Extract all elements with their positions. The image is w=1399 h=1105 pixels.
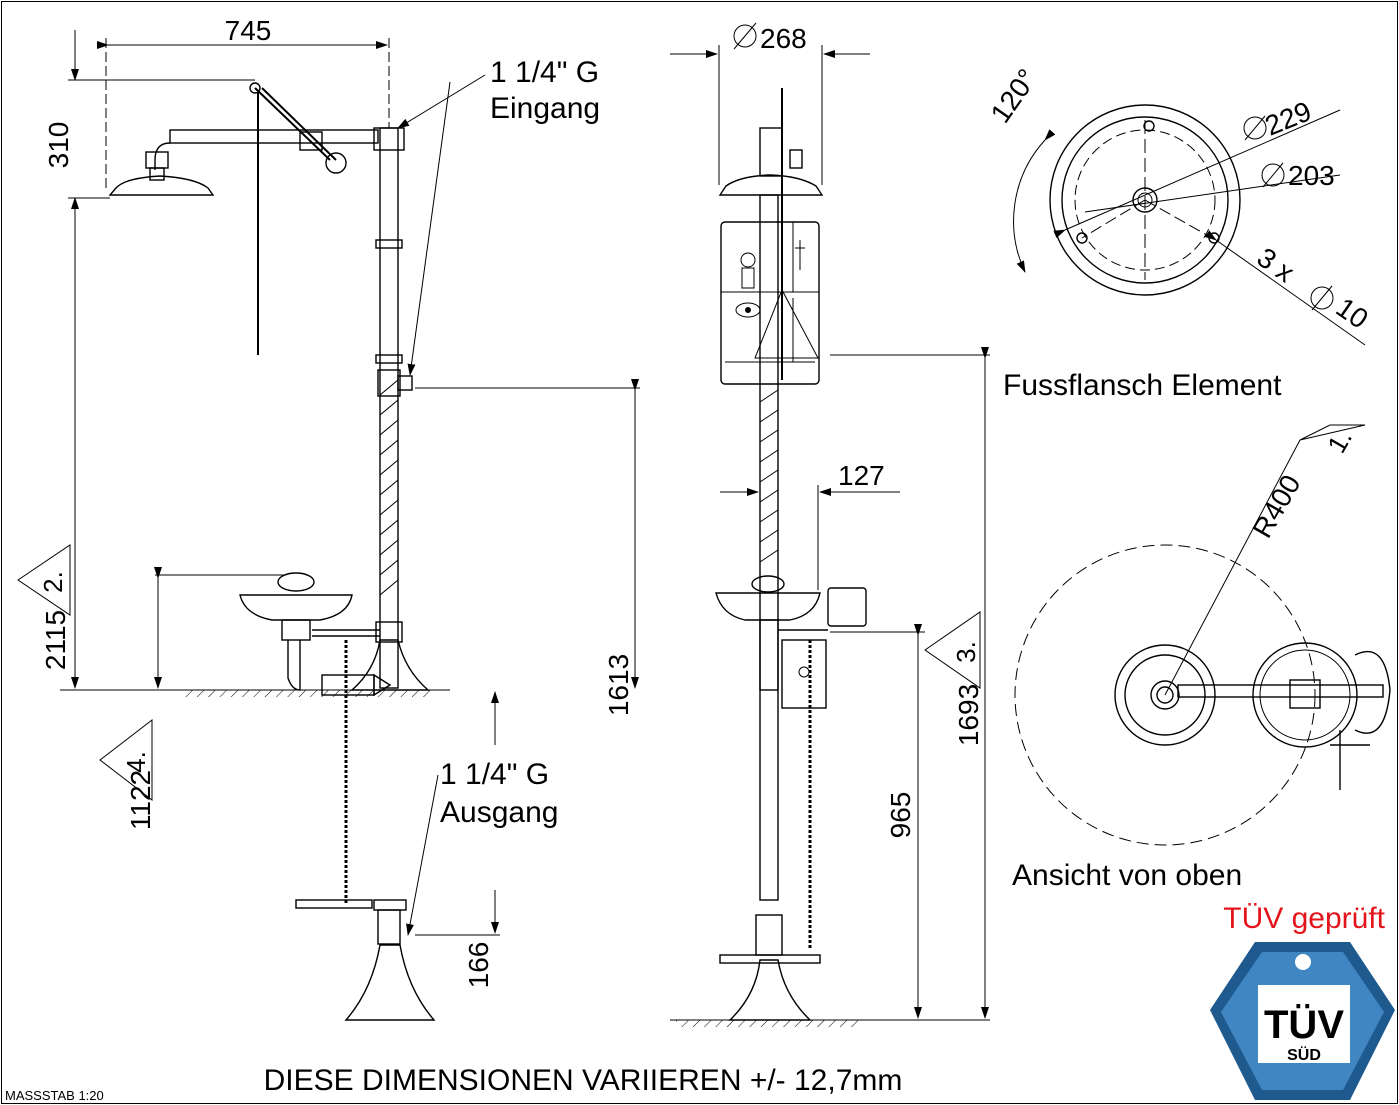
marker-3: 3. [951,641,981,663]
ground-hatch-side [676,1020,860,1027]
front-view: 745 310 2115 2. 1122 4. 1613 166 1 1/4" … [17,15,640,1021]
inlet-label-line2: Eingang [490,92,600,125]
shower-arm [169,129,379,144]
top-view-radius-circle [1014,544,1316,846]
flange-view: 120° 229 203 3 x 10 Fussflansch Element [985,63,1374,402]
side-valve-box [781,639,827,709]
flange-holes: 3 x [1252,242,1300,289]
tuv-logo-sub: SÜD [1287,1045,1321,1064]
safety-sign [720,221,820,385]
marker-4: 4. [121,751,151,773]
marker-triangle-2 [17,544,71,616]
ground-hatch-front [182,690,432,697]
shower-head [108,175,215,196]
dim-1122: 1122 [125,770,156,830]
inlet-label-line1: 1 1/4" G [490,56,599,89]
marker-1: 1. [1321,424,1358,458]
side-foot-pedal [719,954,821,964]
marker-triangle-4 [99,718,153,802]
outlet-label-line1: 1 1/4" G [440,758,549,791]
dim-1693: 1693 [953,684,984,746]
flange-title: Fussflansch Element [1003,369,1282,402]
dim-268: 268 [760,23,807,54]
top-view-title: Ansicht von oben [1012,859,1242,892]
side-pipe [759,194,779,901]
certification: TÜV geprüft TÜV SÜD [1210,902,1395,1100]
side-view: 268 127 1693 3. 965 [670,22,990,1027]
flange-hole-dia: 10 [1331,292,1374,335]
outlet-label-line2: Ausgang [440,796,558,829]
scale-label: MASSSTAB 1:20 [5,1088,104,1103]
foot-pedal [295,899,373,909]
top-view-arm [1177,684,1384,698]
eyewash-bowl [239,594,353,621]
side-eyewash-bowl [715,592,821,621]
tolerance-note: DIESE DIMENSIONEN VARIIEREN +/- 12,7mm [264,1064,903,1097]
dim-310: 310 [43,122,74,169]
marker-2: 2. [38,571,68,593]
dim-745: 745 [225,15,272,46]
dim-127: 127 [838,460,885,491]
marker-triangle-3 [924,611,981,689]
dim-166: 166 [463,942,494,989]
top-view-radius: R400 [1246,470,1306,543]
dim-1613: 1613 [603,654,634,716]
pull-handle-knob [325,152,347,174]
flange-inner-dia: 203 [1288,160,1335,191]
tuv-text: TÜV geprüft [1223,902,1385,935]
tuv-logo-main: TÜV [1264,1002,1344,1047]
marker-triangle-1 [1299,424,1366,441]
dim-2115: 2115 [40,610,71,670]
top-view-radius-line [1164,439,1301,696]
flange-angle: 120° [985,63,1044,128]
side-shower-head [718,174,824,196]
top-view: R400 1. Ansicht von oben [1012,424,1391,892]
dim-965: 965 [885,792,916,839]
flange-outer-dia: 229 [1261,95,1316,141]
